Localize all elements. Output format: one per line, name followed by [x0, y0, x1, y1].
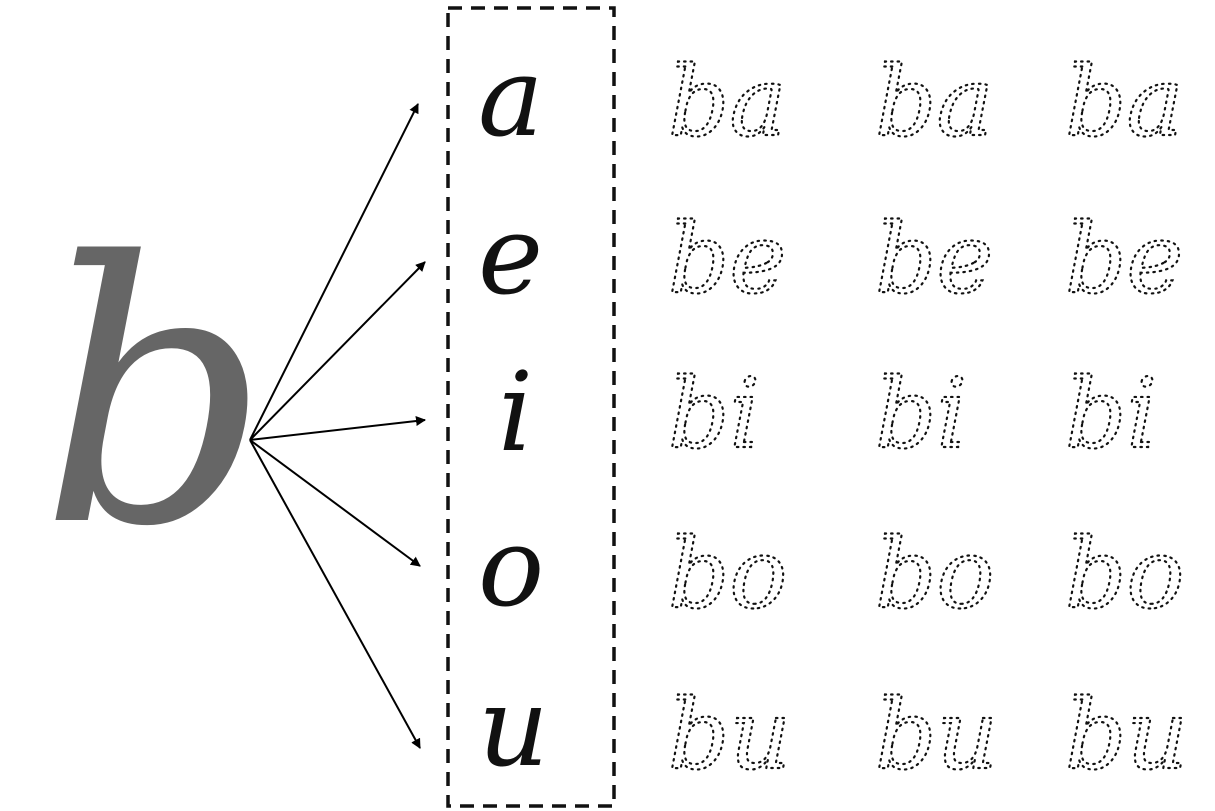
- arrow-to-e: [249, 261, 426, 441]
- vowel-column: a e i o u: [478, 33, 549, 791]
- arrow-to-a: [249, 103, 419, 441]
- syllable-bu-1: bu: [668, 679, 791, 791]
- syllable-be-3: be: [1065, 203, 1183, 315]
- arrow-group: [249, 103, 426, 749]
- syllable-bu-3: bu: [1065, 679, 1188, 791]
- vowel-i: i: [498, 348, 533, 476]
- arrow-to-o: [249, 439, 421, 567]
- syllable-be-1: be: [668, 203, 786, 315]
- syllable-bo-3: bo: [1065, 518, 1184, 630]
- syllable-grid: ba ba ba be be be bi bi bi bo bo bo bu b…: [667, 45, 1189, 792]
- syllable-ba-3: ba: [1065, 46, 1184, 158]
- arrow-to-i: [249, 416, 426, 441]
- vowel-e: e: [478, 191, 543, 319]
- syllable-ba-2: ba: [875, 46, 994, 158]
- arrow-to-u: [249, 439, 421, 749]
- vowel-a: a: [478, 33, 544, 161]
- syllable-be-2: be: [875, 203, 993, 315]
- syllable-bo-2: bo: [875, 518, 994, 630]
- syllable-bi-3: bi: [1065, 358, 1157, 470]
- vowel-box: [446, 6, 616, 808]
- syllable-bi-1: bi: [668, 358, 760, 470]
- syllable-bo-1: bo: [668, 518, 787, 630]
- syllable-ba-1: ba: [668, 46, 787, 158]
- consonant-letter: b: [40, 186, 270, 605]
- vowel-u: u: [478, 663, 549, 791]
- syllable-bu-2: bu: [875, 679, 998, 791]
- vowel-o: o: [478, 503, 544, 631]
- syllable-bi-2: bi: [875, 358, 967, 470]
